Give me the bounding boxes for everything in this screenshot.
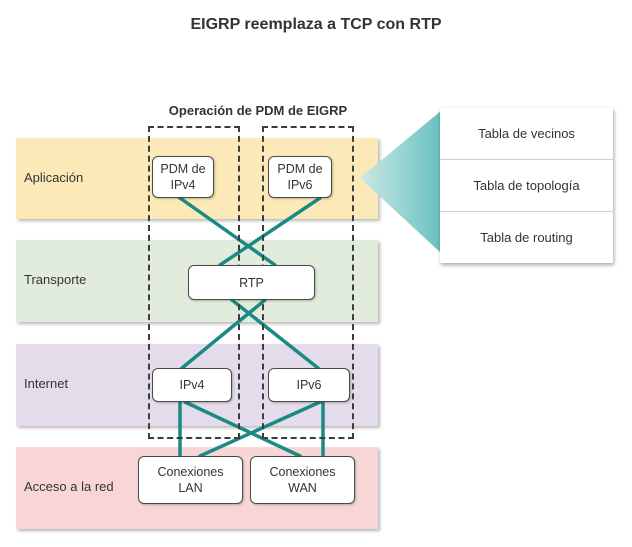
layer-transport-label: Transporte [24, 272, 87, 287]
diagram-title: EIGRP reemplaza a TCP con RTP [190, 16, 442, 33]
routing-table-item: Tabla de routing [480, 230, 573, 245]
layer-application-label: Aplicación [24, 170, 84, 185]
pdm-operation-label: Operación de PDM de EIGRP [168, 103, 348, 118]
neighbor-table-item: Tabla de vecinos [440, 108, 613, 160]
layer-internet-label: Internet [24, 376, 69, 391]
topology-table-item: Tabla de topología [440, 160, 613, 212]
layer-network-access-label: Acceso a la red [24, 479, 114, 494]
link-pdm-ipv4-rtp [178, 196, 277, 267]
rtp-node: RTP [188, 265, 315, 300]
link-ipv6-lan [198, 400, 322, 458]
pdm-ipv4-node: PDM de IPv4 [152, 156, 214, 198]
link-pdm-ipv6-rtp [218, 196, 322, 267]
lan-connections-node: Conexiones LAN [138, 456, 243, 504]
pdm-ipv6-node: PDM de IPv6 [268, 156, 332, 198]
link-ipv4-wan [183, 400, 302, 458]
eigrp-tables-panel: Tabla de vecinos Tabla de topología Tabl… [440, 108, 613, 263]
ipv6-node: IPv6 [268, 368, 350, 402]
link-rtp-ipv6 [230, 298, 320, 370]
link-rtp-ipv4 [180, 298, 267, 370]
ipv4-node: IPv4 [152, 368, 232, 402]
wan-connections-node: Conexiones WAN [250, 456, 355, 504]
